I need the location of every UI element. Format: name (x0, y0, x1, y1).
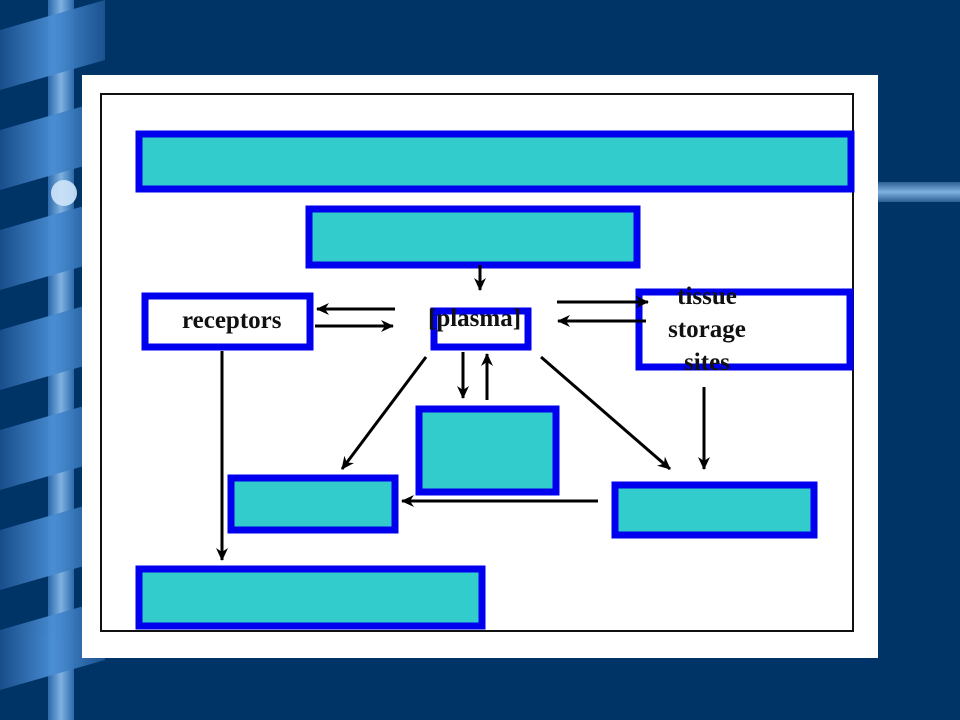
top-wide-box (135, 130, 855, 193)
right-middle-box (611, 481, 818, 539)
arrow-plasma-to-left-box (340, 356, 428, 470)
center-box (415, 405, 560, 496)
left-middle-box (227, 474, 399, 534)
decorative-ribbon (0, 0, 105, 720)
plasma-label: [plasma] (428, 305, 522, 332)
arrow-plasma-to-right-box (540, 355, 671, 471)
bottom-left-box (135, 565, 486, 630)
decorative-stripe (878, 182, 960, 202)
receptors-box (141, 292, 314, 351)
dose-box (305, 205, 641, 269)
plasma-box (430, 307, 532, 351)
tissue-storage-label: tissue storage sites (668, 283, 746, 376)
receptors-label: receptors (182, 307, 282, 334)
tissue-storage-box (635, 288, 854, 371)
